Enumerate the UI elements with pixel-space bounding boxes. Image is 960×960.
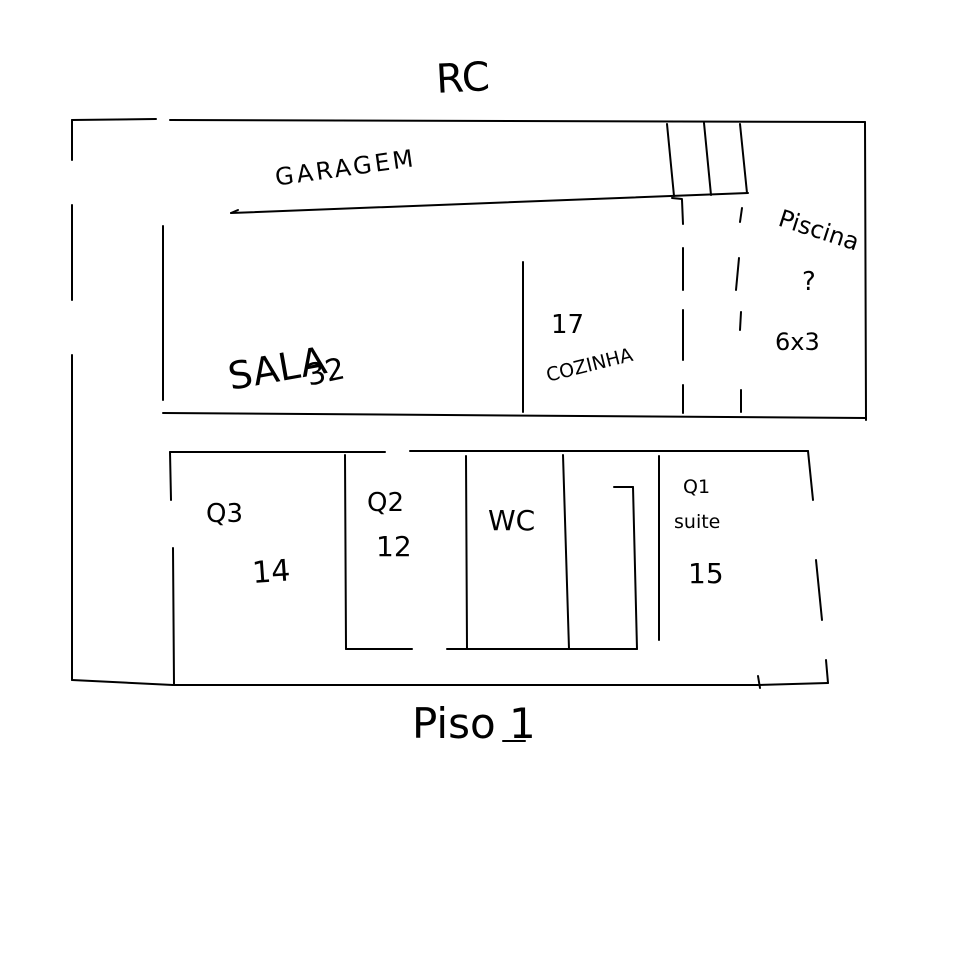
- room-q3-area: 14: [251, 553, 292, 591]
- room-piscina-mark: ?: [802, 267, 816, 297]
- room-q2-area: 12: [376, 530, 412, 563]
- room-piscina-size: 6x3: [775, 328, 820, 356]
- room-garagem-label: GARAGEM: [273, 144, 418, 192]
- room-sala-area: 32: [303, 351, 348, 393]
- room-cozinha-area: 17: [551, 310, 584, 340]
- room-q1-label: Q1: [683, 476, 710, 498]
- room-cozinha-label: COZINHA: [544, 344, 635, 387]
- ground-floor-label: RC: [435, 54, 491, 103]
- first-floor-label: Piso 1: [412, 699, 536, 748]
- room-wc-label: WC: [488, 504, 535, 537]
- room-q2-label: Q2: [367, 488, 404, 518]
- first-floor-walls: [71, 450, 829, 689]
- room-q3-label: Q3: [206, 499, 243, 529]
- room-piscina-label: Piscina: [775, 204, 863, 256]
- room-q1-sub: suite: [674, 511, 720, 533]
- room-q1-area: 15: [688, 557, 724, 590]
- ground-floor-walls: [71, 118, 867, 681]
